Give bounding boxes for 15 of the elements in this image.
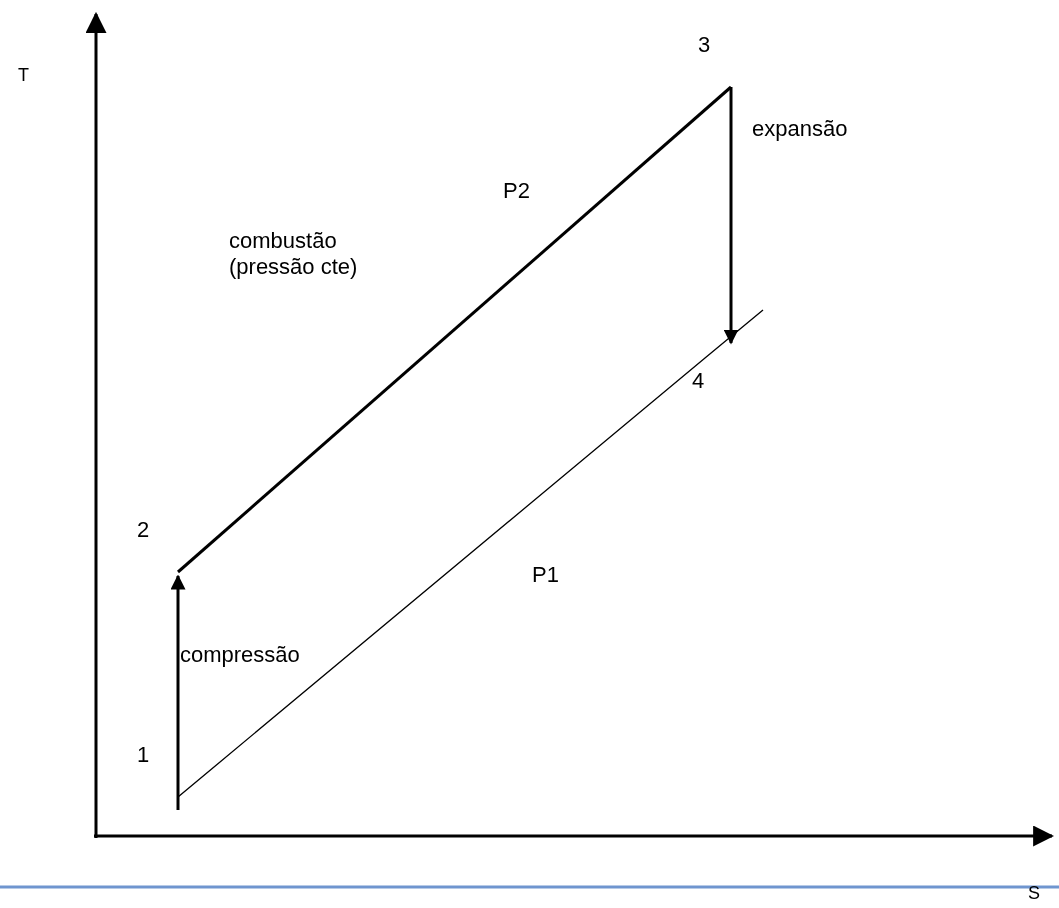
pressure-label: P1: [532, 562, 559, 588]
compression-arrow: [170, 574, 186, 810]
process-label: combustão (pressão cte): [229, 228, 359, 280]
state-point-number: 2: [137, 517, 150, 543]
isobar-line: [177, 309, 764, 798]
state-point-number: 4: [690, 358, 707, 394]
process-label: compressão: [180, 642, 300, 668]
axis-label: T: [18, 64, 29, 87]
state-point-number: 1: [137, 742, 150, 768]
combustion-line: [177, 85, 732, 574]
axis-label: S: [1028, 882, 1040, 905]
pressure-label: P2: [503, 178, 530, 204]
state-point-number: 3: [698, 32, 711, 58]
process-label: expansão: [752, 116, 848, 142]
expansion-arrow: [723, 87, 739, 345]
